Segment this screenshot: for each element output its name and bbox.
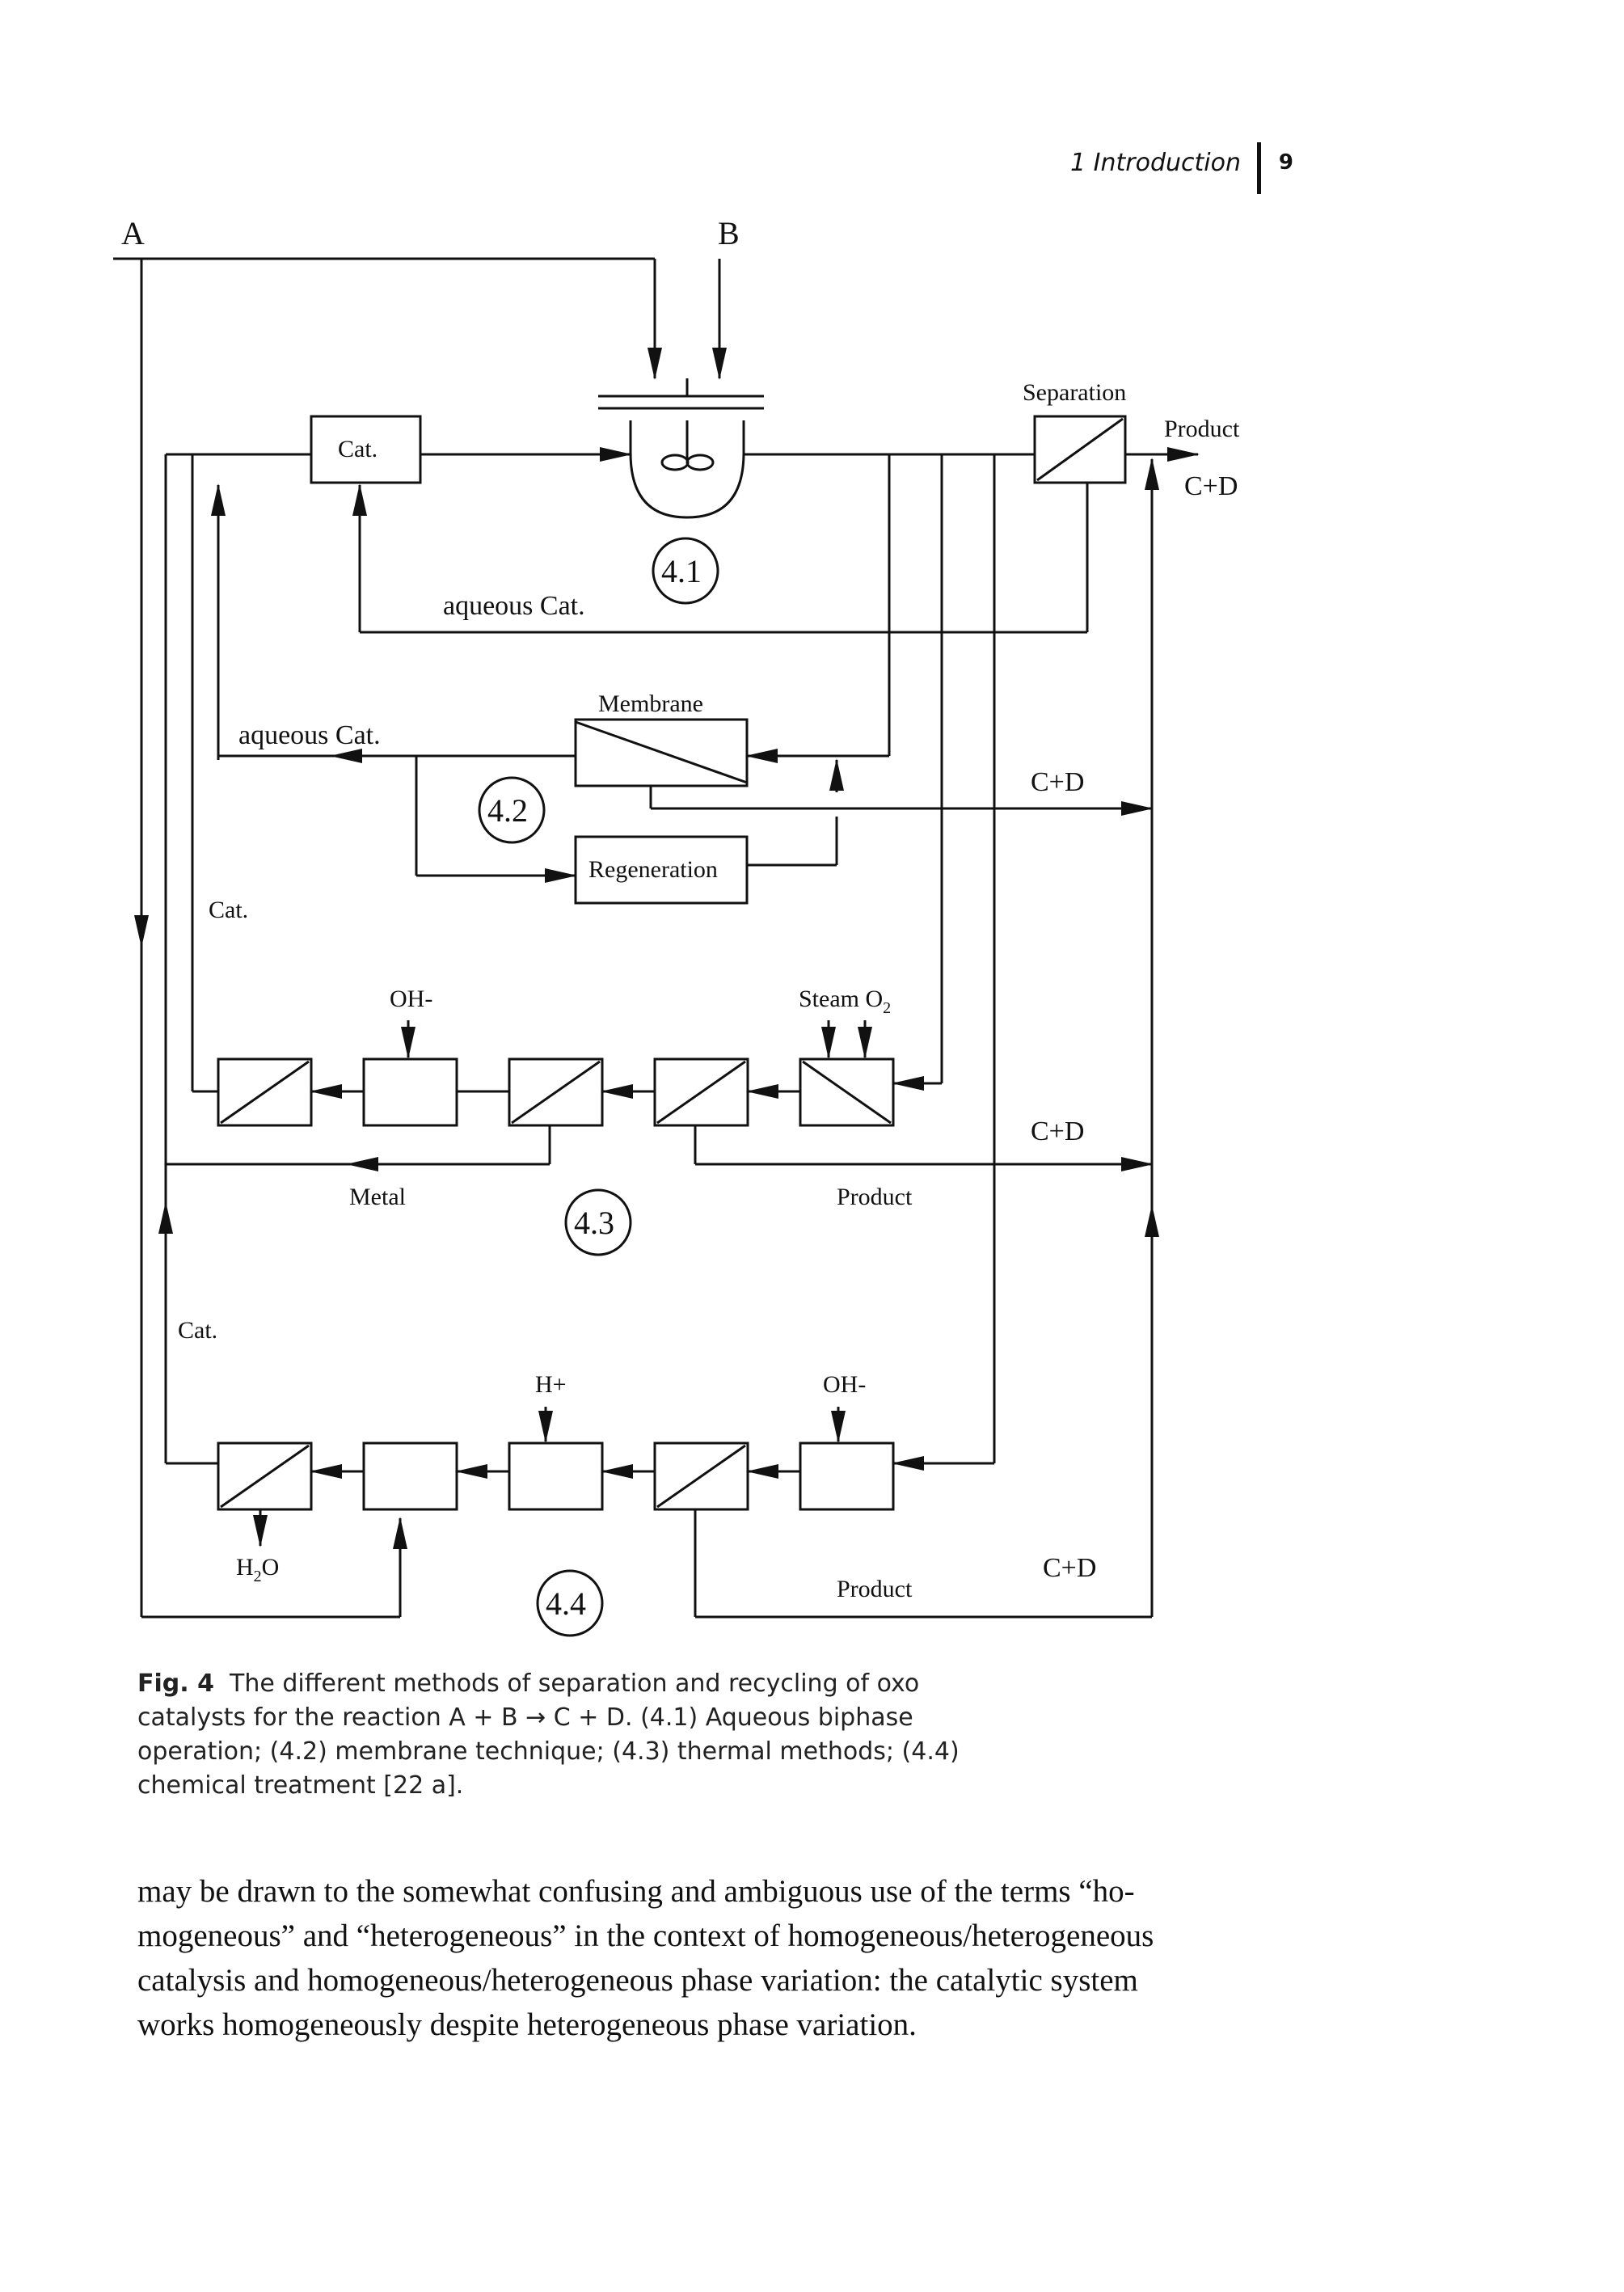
cd-thermal-label: C+D bbox=[1031, 1116, 1084, 1146]
section-marker-4-2 bbox=[478, 776, 546, 844]
regeneration-box bbox=[574, 835, 749, 905]
section-marker-4-4 bbox=[536, 1569, 604, 1637]
cd-membrane-label: C+D bbox=[1031, 767, 1084, 797]
figure-label: Fig. 4 bbox=[137, 1669, 214, 1698]
section-marker-4-1 bbox=[652, 537, 719, 605]
aqueous-cat-label-1: aqueous Cat. bbox=[443, 591, 585, 621]
process-flow-diagram: A B Cat. Separation Product C+D aqueous … bbox=[113, 215, 1240, 1637]
product-chemical-label: Product bbox=[837, 1576, 913, 1602]
metal-label: Metal bbox=[349, 1184, 406, 1210]
body-paragraph: may be drawn to the somewhat confusing a… bbox=[137, 1869, 1237, 2047]
cd-top-label: C+D bbox=[1184, 471, 1238, 501]
cat-left-label-1: Cat. bbox=[209, 897, 248, 923]
membrane-label: Membrane bbox=[598, 690, 703, 717]
separation-label: Separation bbox=[1023, 379, 1126, 406]
h-plus-label: H+ bbox=[535, 1371, 567, 1398]
h2o-label: H2O bbox=[236, 1554, 279, 1585]
caption-text: The different methods of separation and … bbox=[137, 1669, 960, 1800]
steam-o2-label: Steam O2 bbox=[799, 986, 891, 1017]
header-rule bbox=[1257, 142, 1261, 194]
separation-box bbox=[1033, 415, 1127, 484]
product-top-label: Product bbox=[1164, 416, 1240, 442]
oh-chemical-label: OH- bbox=[823, 1371, 866, 1398]
body-line: mogeneous” and “heterogeneous” in the co… bbox=[137, 1918, 1154, 1953]
section-marker-4-2-text: 4.2 bbox=[487, 792, 528, 829]
body-line: may be drawn to the somewhat confusing a… bbox=[137, 1874, 1135, 1909]
cat-box bbox=[310, 415, 422, 484]
figure-caption: Fig. 4 The different methods of separati… bbox=[137, 1667, 1010, 1803]
aqueous-cat-label-2: aqueous Cat. bbox=[238, 720, 381, 750]
cd-chemical-label: C+D bbox=[1043, 1553, 1096, 1583]
body-line: works homogeneously despite heterogeneou… bbox=[137, 2007, 917, 2042]
section-marker-4-3 bbox=[564, 1188, 632, 1256]
cat-box-label: Cat. bbox=[338, 436, 378, 462]
page-number: 9 bbox=[1278, 150, 1293, 175]
regeneration-label: Regeneration bbox=[588, 856, 718, 883]
oh-thermal-label: OH- bbox=[390, 986, 432, 1012]
body-line: catalysis and homogeneous/heterogeneous … bbox=[137, 1963, 1138, 1998]
section-marker-4-4-text: 4.4 bbox=[546, 1585, 586, 1622]
section-marker-4-3-text: 4.3 bbox=[574, 1205, 614, 1241]
input-b-label: B bbox=[718, 215, 740, 251]
section-marker-4-1-text: 4.1 bbox=[661, 553, 702, 589]
running-head: 1 Introduction bbox=[1070, 149, 1241, 177]
product-thermal-label: Product bbox=[837, 1184, 913, 1210]
input-a-label: A bbox=[121, 215, 145, 251]
cat-left-label-2: Cat. bbox=[178, 1317, 217, 1344]
